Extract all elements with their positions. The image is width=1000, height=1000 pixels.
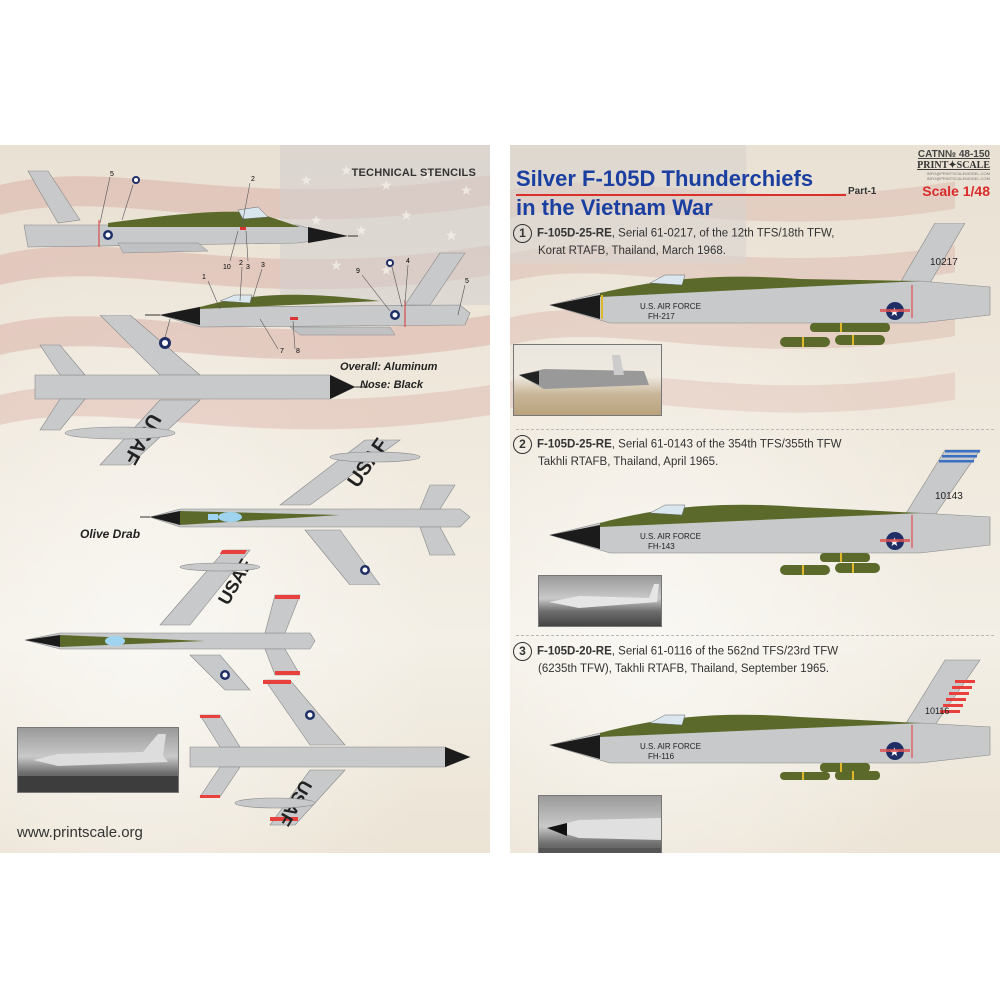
section-divider: [516, 635, 994, 636]
callout-3: 3: [246, 264, 250, 271]
reference-photo: [17, 727, 179, 793]
buzz-number: FH-143: [648, 542, 675, 551]
reference-photo-3: [538, 795, 662, 853]
fuselage-marking: U.S. AIR FORCE: [640, 532, 701, 541]
part-label: Part-1: [848, 186, 877, 197]
reference-photo-2: [538, 575, 662, 627]
entry-number-badge: 1: [513, 224, 532, 243]
entry-description: , Serial 61-0217, of the 12th TFS/18th T…: [611, 227, 835, 240]
callout-4: 4: [406, 258, 410, 265]
buzz-number: FH-116: [648, 752, 675, 761]
callout-3: 3: [261, 262, 265, 269]
photo-aircraft-silhouette: [549, 584, 659, 608]
callout-7: 7: [280, 348, 284, 355]
title-line-2: in the Vietnam War: [516, 195, 713, 220]
catalog-block: CATN№ 48-150 PRINT✦SCALE INFO@PRINTSCALE…: [917, 149, 990, 199]
buzz-number: FH-217: [648, 312, 675, 321]
brand-contact: INFO@PRINTSCALEMODEL.COM: [926, 171, 990, 176]
entry-location: (6235th TFW), Takhli RTAFB, Thailand, Se…: [538, 663, 830, 675]
tail-number: 10143: [935, 491, 963, 502]
profile-entry-1: 1 F-105D-25-RE, Serial 61-0217, of the 12…: [513, 224, 834, 259]
entry-location: Korat RTAFB, Thailand, March 1968.: [538, 245, 726, 257]
photo-aircraft-silhouette: [539, 818, 661, 853]
stencil-sheet: ★★★ ★★★ ★★★ ★★★ TECHNICAL STENCILS 5 2 1…: [0, 145, 490, 853]
brand-contact: INFO@PRINTSCALEMODEL.COM: [926, 176, 990, 181]
aircraft-profile-3: ★ 10116 U.S. AIR FORCE FH-116: [548, 659, 991, 780]
note-olive-drab: Olive Drab: [80, 527, 141, 541]
brand-logo: PRINT✦SCALE: [917, 160, 990, 171]
aircraft-bottom-view-1: USAF: [140, 435, 471, 585]
aircraft-bottom-view-2: USAF: [24, 549, 316, 691]
entry-number-badge: 3: [513, 642, 532, 661]
catalog-number: CATN№ 48-150: [917, 149, 990, 160]
tail-number: 10217: [930, 257, 958, 268]
note-nose-black: Nose: Black: [360, 379, 423, 391]
aircraft-top-view-2: USAF: [189, 679, 471, 829]
svg-text:★: ★: [460, 182, 473, 198]
fuselage-marking: U.S. AIR FORCE: [640, 742, 701, 751]
callout-2: 2: [251, 176, 255, 183]
aircraft-side-view-stencils-2: 1 2 3 4 5 7 8 9: [145, 252, 471, 355]
page-title: Silver F-105D Thunderchiefs in the Vietn…: [516, 165, 813, 221]
svg-text:★: ★: [445, 227, 458, 243]
aircraft-model: F-105D-25-RE: [537, 438, 612, 451]
entry-number-badge: 2: [513, 435, 532, 454]
callout-2: 2: [239, 260, 243, 267]
aircraft-profile-2: ★ 10143 U.S. AIR FORCE FH-143: [548, 449, 991, 575]
tail-number: 10116: [925, 706, 949, 716]
entry-description: , Serial 61-0143 of the 354th TFS/355th …: [611, 438, 842, 451]
callout-5: 5: [465, 278, 469, 285]
callout-9: 9: [356, 268, 360, 275]
photo-aircraft-silhouette: [18, 734, 178, 792]
callout-1: 1: [202, 274, 206, 281]
technical-stencils-heading: TECHNICAL STENCILS: [351, 167, 476, 179]
svg-text:★: ★: [380, 177, 393, 193]
callout-8: 8: [296, 348, 300, 355]
aircraft-model: F-105D-20-RE: [537, 645, 612, 658]
aircraft-model: F-105D-25-RE: [537, 227, 612, 240]
profile-entry-2: 2 F-105D-25-RE, Serial 61-0143 of the 354…: [513, 435, 841, 470]
aircraft-side-view-stencils-1: 5 2 10 3: [23, 170, 358, 271]
aircraft-top-view-1: USAF: [34, 315, 368, 468]
website-link[interactable]: www.printscale.org: [17, 824, 143, 841]
reference-photo-1: [513, 344, 662, 416]
entry-description: , Serial 61-0116 of the 562nd TFS/23rd T…: [611, 645, 839, 658]
title-line-1: Silver F-105D Thunderchiefs: [516, 166, 814, 191]
callout-10: 10: [223, 264, 231, 271]
note-overall-aluminum: Overall: Aluminum: [340, 361, 438, 373]
photo-aircraft-silhouette: [519, 355, 649, 389]
title-underline: [516, 194, 846, 196]
scale-label: Scale 1/48: [922, 183, 990, 199]
section-divider: [516, 429, 994, 430]
svg-text:★: ★: [400, 207, 413, 223]
fuselage-marking: U.S. AIR FORCE: [640, 302, 701, 311]
profile-entry-3: 3 F-105D-20-RE, Serial 61-0116 of the 562…: [513, 642, 838, 677]
aircraft-profile-1: ★ 10217 U.S. AIR FORCE FH-217: [548, 223, 991, 347]
entry-location: Takhli RTAFB, Thailand, April 1965.: [538, 456, 719, 468]
callout-5: 5: [110, 171, 114, 178]
profiles-sheet: Silver F-105D Thunderchiefs in the Vietn…: [510, 145, 1000, 853]
